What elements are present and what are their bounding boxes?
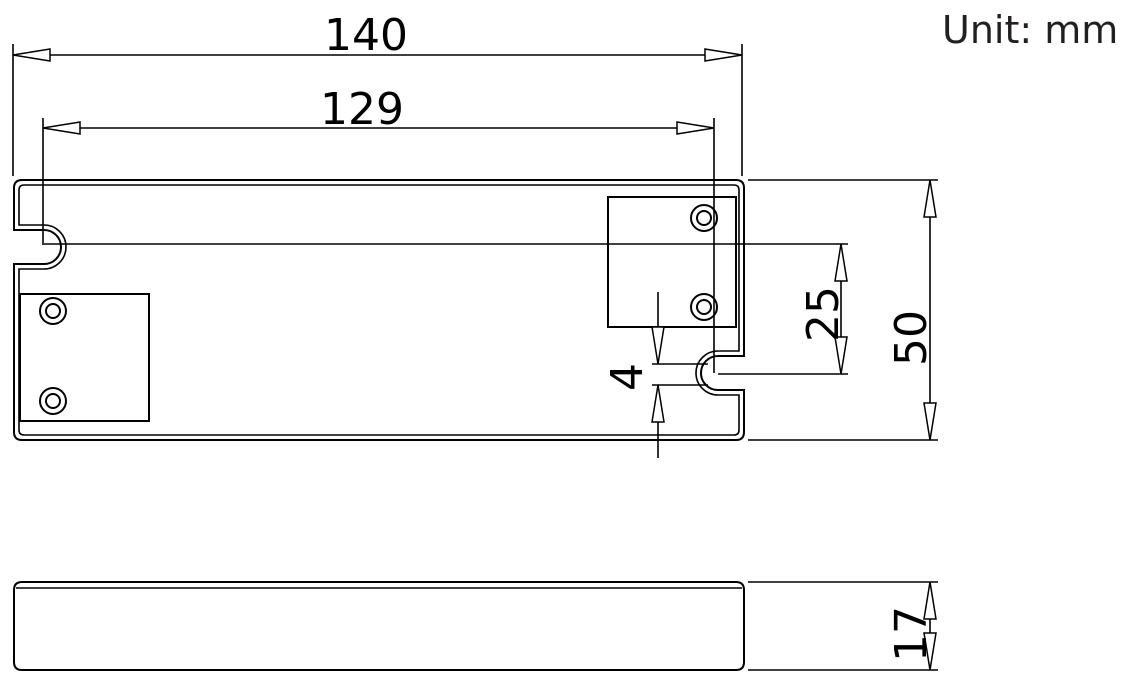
- dim-label-129: 129: [320, 84, 404, 135]
- unit-label: Unit: mm: [942, 8, 1119, 52]
- dim-label-17: 17: [886, 606, 937, 662]
- dim-label-140: 140: [324, 10, 408, 61]
- screw-left-bottom: [39, 387, 67, 415]
- side-view: [13, 581, 745, 671]
- terminal-cover-left: [19, 293, 150, 422]
- top-view: [13, 179, 745, 441]
- housing-outline-outer: [13, 179, 745, 441]
- dim-label-50: 50: [886, 310, 937, 366]
- dimension-140: 140: [12, 10, 743, 176]
- dim-label-25: 25: [798, 286, 849, 342]
- screw-left-top: [39, 297, 67, 325]
- housing-outline-inner: [18, 184, 740, 436]
- screw-right-bottom: [690, 293, 718, 321]
- dimension-129: 129: [42, 84, 715, 373]
- terminal-cover-right: [607, 196, 737, 328]
- dimension-17: 17: [748, 581, 938, 671]
- dimension-50: 50: [748, 179, 938, 441]
- side-view-outline: [13, 581, 745, 671]
- dim-label-4: 4: [602, 363, 653, 391]
- dimension-4: 4: [602, 292, 708, 458]
- dimension-25: 25: [44, 243, 849, 375]
- screw-right-top: [690, 204, 718, 232]
